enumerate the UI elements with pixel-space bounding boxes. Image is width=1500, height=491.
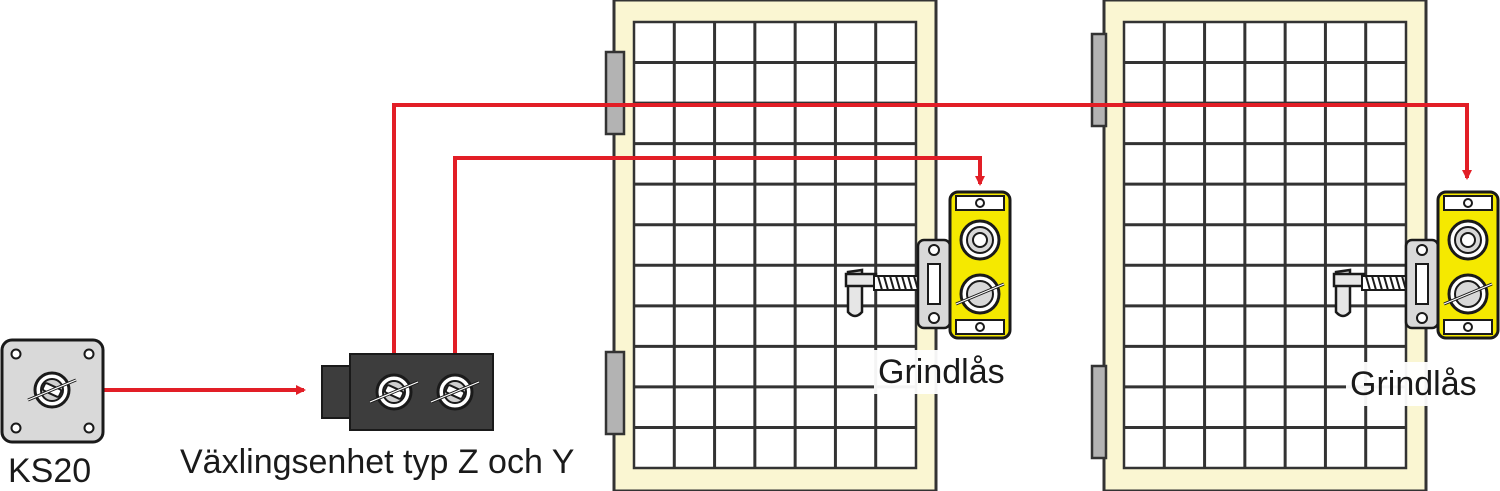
gate-lock-1-label: Grindlås: [878, 353, 1005, 391]
ks20-label: KS20: [8, 452, 91, 490]
gate-lock-2-label: Grindlås: [1350, 365, 1477, 403]
key-exchange-unit: [321, 353, 494, 431]
hinge-bottom-1: [604, 350, 626, 436]
ks20-key-switch: [0, 338, 105, 444]
exchange-unit-label: Växlingsenhet typ Z och Y: [180, 443, 574, 481]
hinge-top-2: [1090, 32, 1108, 128]
fence-gate-1: [604, 0, 938, 491]
hinge-top-1: [604, 50, 626, 136]
hinge-bottom-2: [1090, 364, 1108, 460]
arrow-exchange-to-lock-2: [392, 103, 1472, 358]
arrow-exchange-to-lock-1: [453, 156, 985, 358]
fence-gate-2: [1090, 0, 1428, 491]
key-transfer-arrows: [104, 103, 1472, 395]
